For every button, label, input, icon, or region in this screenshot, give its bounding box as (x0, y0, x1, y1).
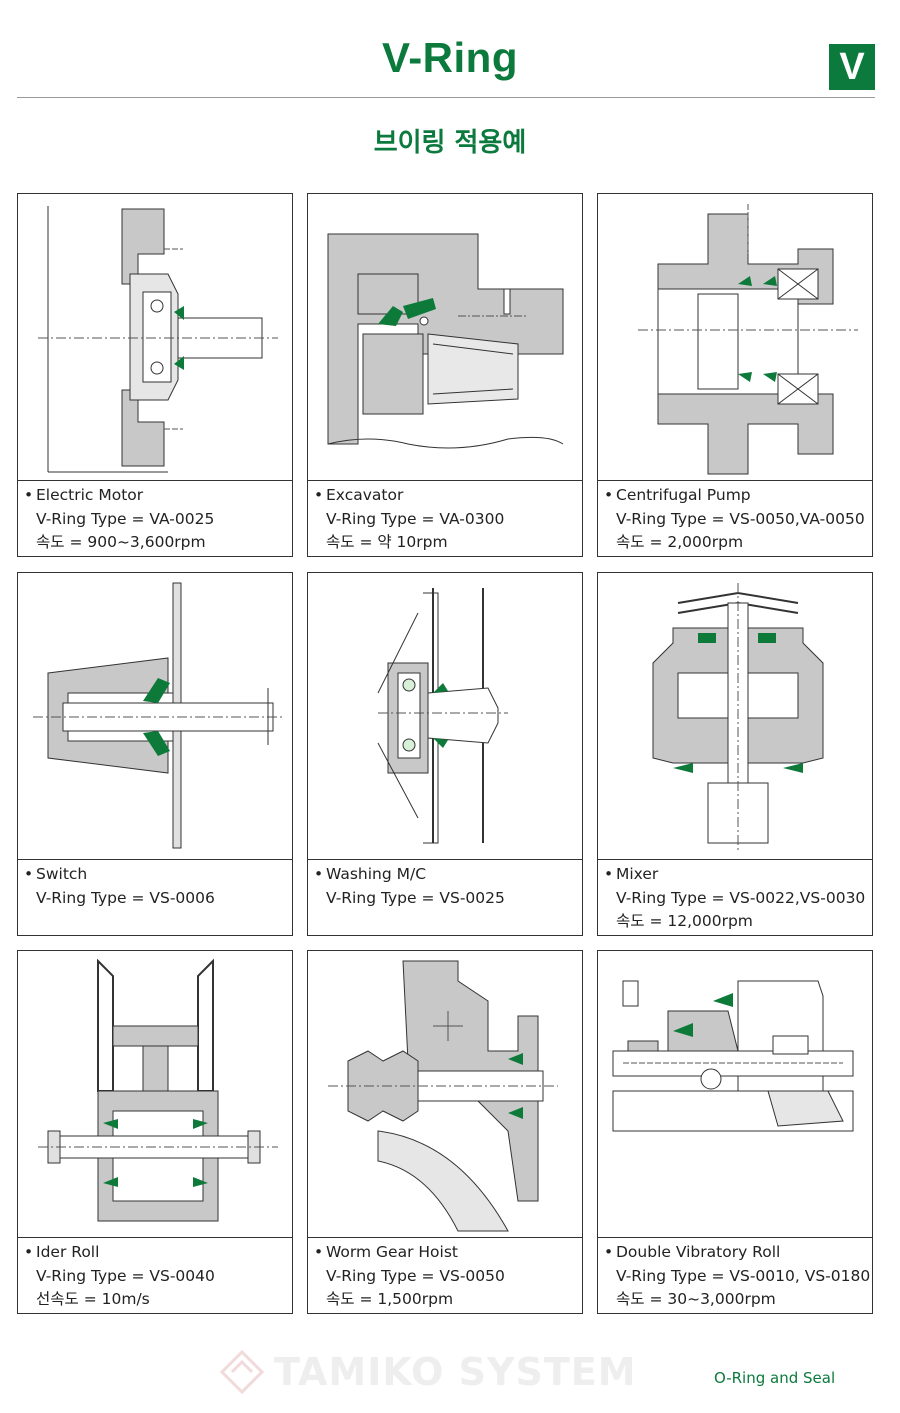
header-divider (17, 97, 875, 98)
centrifugal-pump-diagram (598, 194, 872, 481)
excavator-diagram (308, 194, 582, 481)
watermark-logo-icon (220, 1350, 264, 1394)
application-name: Worm Gear Hoist (326, 1243, 458, 1261)
speed-spec: 속도 = 30~3,000rpm (616, 1290, 776, 1308)
application-card-worm-gear-hoist: •Worm Gear Hoist V-Ring Type = VS-0050 속… (307, 950, 583, 1314)
card-caption: •Ider Roll V-Ring Type = VS-0040 선속도 = 1… (24, 1241, 288, 1312)
application-card-excavator: •Excavator V-Ring Type = VA-0300 속도 = 약 … (307, 193, 583, 557)
application-name: Ider Roll (36, 1243, 100, 1261)
application-card-double-vibratory-roll: •Double Vibratory Roll V-Ring Type = VS-… (597, 950, 873, 1314)
page-subtitle: 브이링 적용예 (373, 128, 527, 158)
card-caption: •Centrifugal Pump V-Ring Type = VS-0050,… (604, 484, 868, 555)
application-name: Washing M/C (326, 865, 427, 883)
page-title: V-Ring (382, 34, 518, 81)
brand-logo: V (829, 44, 875, 90)
vring-type: V-Ring Type = VS-0040 (36, 1266, 215, 1285)
application-card-ider-roll: •Ider Roll V-Ring Type = VS-0040 선속도 = 1… (17, 950, 293, 1314)
speed-spec: 속도 = 약 10rpm (326, 533, 448, 551)
watermark-text: TAMIKO SYSTEM (274, 1350, 637, 1394)
vring-type: V-Ring Type = VS-0022,VS-0030 (616, 888, 866, 907)
card-caption: •Electric Motor V-Ring Type = VA-0025 속도… (24, 484, 288, 555)
vring-type: V-Ring Type = VS-0006 (36, 888, 215, 907)
double-vibratory-roll-diagram (598, 951, 872, 1238)
card-caption: •Excavator V-Ring Type = VA-0300 속도 = 약 … (314, 484, 578, 555)
vring-type: V-Ring Type = VS-0025 (326, 888, 505, 907)
card-caption: •Washing M/C V-Ring Type = VS-0025 (314, 863, 578, 910)
card-caption: •Switch V-Ring Type = VS-0006 (24, 863, 288, 910)
application-name: Double Vibratory Roll (616, 1243, 781, 1261)
application-name: Switch (36, 865, 88, 883)
vring-type: V-Ring Type = VA-0300 (326, 509, 505, 528)
speed-spec: 속도 = 2,000rpm (616, 533, 744, 551)
application-name: Mixer (616, 865, 659, 883)
washing-machine-diagram (308, 573, 582, 860)
logo-letter: V (839, 46, 865, 88)
worm-gear-hoist-diagram (308, 951, 582, 1238)
application-name: Electric Motor (36, 486, 144, 504)
footer-text: O-Ring and Seal (714, 1369, 836, 1387)
switch-diagram (18, 573, 292, 860)
application-card-washing-machine: •Washing M/C V-Ring Type = VS-0025 (307, 572, 583, 936)
speed-spec: 속도 = 1,500rpm (326, 1290, 454, 1308)
application-card-electric-motor: •Electric Motor V-Ring Type = VA-0025 속도… (17, 193, 293, 557)
vring-type: V-Ring Type = VS-0010, VS-0180 (616, 1266, 871, 1285)
speed-spec: 속도 = 900~3,600rpm (36, 533, 206, 551)
card-caption: •Mixer V-Ring Type = VS-0022,VS-0030 속도 … (604, 863, 868, 934)
card-caption: •Worm Gear Hoist V-Ring Type = VS-0050 속… (314, 1241, 578, 1312)
electric-motor-diagram (18, 194, 292, 481)
application-card-centrifugal-pump: •Centrifugal Pump V-Ring Type = VS-0050,… (597, 193, 873, 557)
application-name: Excavator (326, 486, 404, 504)
vring-type: V-Ring Type = VA-0025 (36, 509, 215, 528)
application-card-switch: •Switch V-Ring Type = VS-0006 (17, 572, 293, 936)
vring-type: V-Ring Type = VS-0050 (326, 1266, 505, 1285)
vring-type: V-Ring Type = VS-0050,VA-0050 (616, 509, 865, 528)
speed-spec: 선속도 = 10m/s (36, 1290, 150, 1308)
application-name: Centrifugal Pump (616, 486, 751, 504)
mixer-diagram (598, 573, 872, 860)
ider-roll-diagram (18, 951, 292, 1238)
speed-spec: 속도 = 12,000rpm (616, 912, 753, 930)
application-card-mixer: •Mixer V-Ring Type = VS-0022,VS-0030 속도 … (597, 572, 873, 936)
card-caption: •Double Vibratory Roll V-Ring Type = VS-… (604, 1241, 871, 1312)
